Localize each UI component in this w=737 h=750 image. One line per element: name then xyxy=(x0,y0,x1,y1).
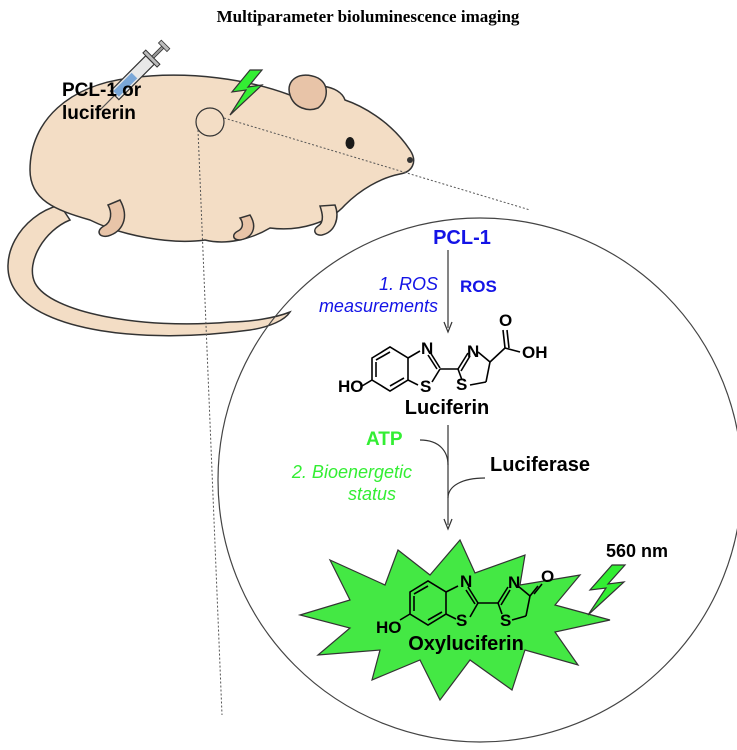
luciferin-atom-s1: S xyxy=(420,377,431,396)
arrow-ros-head xyxy=(443,321,453,334)
luciferin-atom-n2: N xyxy=(467,342,479,361)
luciferin-atom-o: O xyxy=(499,311,512,330)
step1-label-line1: 1. ROS xyxy=(379,274,438,294)
mouse-ear xyxy=(288,74,327,111)
figure-title: Multiparameter bioluminescence imaging xyxy=(217,7,520,26)
mouse-body xyxy=(29,74,415,243)
lightning-icon-small xyxy=(229,69,264,116)
oxyluciferin-atom-ho: HO xyxy=(376,618,402,637)
mouse xyxy=(7,74,415,337)
lightning-icon-large xyxy=(587,564,627,616)
mouse-mid-leg xyxy=(233,214,255,241)
probe-label: PCL-1 xyxy=(433,227,491,249)
zoom-circle xyxy=(217,217,737,743)
oxyluciferin-atom-n2: N xyxy=(508,573,520,592)
luciferin-atom-ho: HO xyxy=(338,377,364,396)
mouse-nose xyxy=(407,157,413,163)
oxyluciferin-atom-o: O xyxy=(541,567,554,586)
emission-label: 560 nm xyxy=(606,541,668,561)
ros-label: ROS xyxy=(460,277,497,296)
luciferin-structure xyxy=(361,329,521,392)
oxyluciferin-atom-s2: S xyxy=(500,611,511,630)
zoom-line-left xyxy=(197,129,223,716)
oxyluciferin-structure xyxy=(399,580,543,626)
step2-label-line1: 2. Bioenergetic xyxy=(291,462,412,482)
oxyluciferin-atom-s1: S xyxy=(456,611,467,630)
injection-site xyxy=(195,107,225,137)
arrow-luciferase-head xyxy=(443,518,453,531)
injection-label-line2: luciferin xyxy=(62,103,136,124)
mouse-tail xyxy=(7,204,292,337)
emission-star xyxy=(297,538,611,702)
mouse-eye xyxy=(345,137,355,149)
zoom-line-right xyxy=(223,117,531,211)
luciferin-atom-n1: N xyxy=(421,339,433,358)
luciferin-atom-s2: S xyxy=(456,375,467,394)
injection-label-line1: PCL-1 or xyxy=(62,80,142,101)
luciferase-curve xyxy=(447,477,486,499)
atp-label: ATP xyxy=(366,429,403,450)
step2-label-line2: status xyxy=(348,484,396,504)
syringe-icon xyxy=(100,39,171,110)
luciferase-label: Luciferase xyxy=(490,454,590,476)
oxyluciferin-name: Oxyluciferin xyxy=(408,633,524,655)
luciferin-atom-oh: OH xyxy=(522,343,548,362)
step1-label-line2: measurements xyxy=(319,296,438,316)
luciferin-name: Luciferin xyxy=(405,397,489,419)
oxyluciferin-atom-n1: N xyxy=(460,572,472,591)
mouse-hind-leg xyxy=(98,199,126,238)
mouse-front-leg xyxy=(314,204,338,236)
atp-curve xyxy=(419,439,449,466)
